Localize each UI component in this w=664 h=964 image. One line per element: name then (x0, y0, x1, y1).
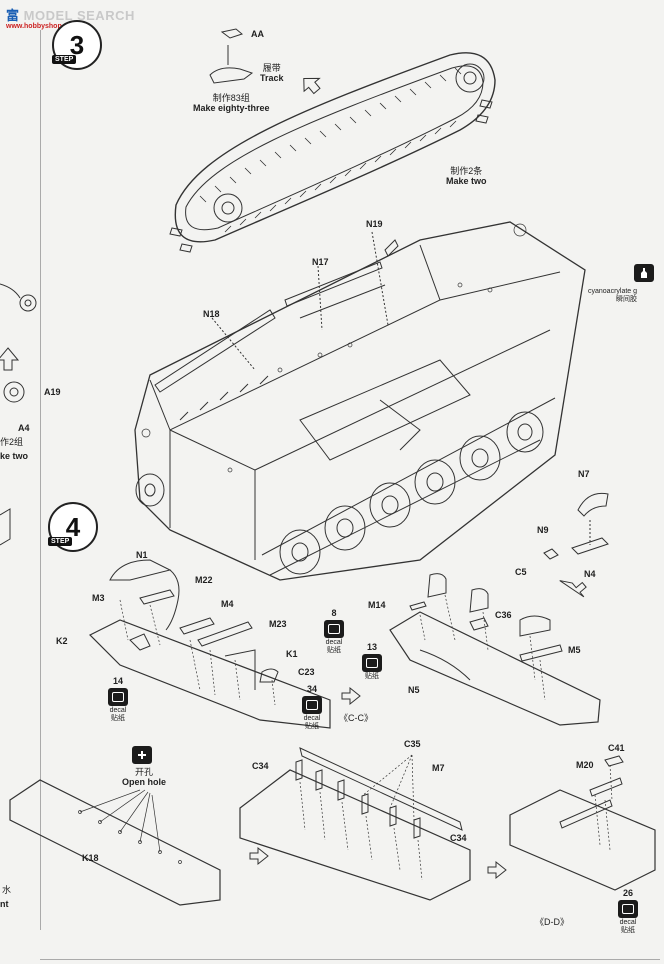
part-label-m20: M20 (576, 760, 594, 770)
part-label-k2: K2 (56, 636, 68, 646)
part-label-aa: AA (251, 29, 264, 39)
make2-cn-fragment: 作2组 (0, 437, 24, 447)
part-label-c41: C41 (608, 743, 625, 753)
decal-icon (618, 899, 638, 918)
watermark-logo: 富 MODEL SEARCH (6, 8, 135, 23)
part-label-n18: N18 (203, 309, 220, 319)
drill-icon (132, 746, 152, 764)
track-label-cn: 履带 (262, 63, 281, 73)
part-label-n4: N4 (584, 569, 596, 579)
part-label-m7: M7 (432, 763, 445, 773)
decal-icon (324, 619, 344, 638)
decal-13: 13 贴纸 (362, 642, 382, 681)
part-label-c34-lower: C34 (450, 833, 467, 843)
glue-note: cyanoacrylate g 瞬间胶 (588, 288, 664, 303)
drill-icon-shape (138, 751, 146, 759)
left-margin-line (40, 30, 41, 930)
decal-14: 14 decal 贴纸 (108, 676, 128, 723)
part-label-m4: M4 (221, 599, 234, 609)
open-hole-note: 开孔 Open hole (122, 767, 167, 788)
glue-bottle-icon-shape (641, 268, 647, 278)
part-label-c34-upper: C34 (252, 761, 269, 771)
make-two-en: Make two (446, 175, 487, 186)
part-label-n17: N17 (312, 257, 329, 267)
bottom-en-fragment: nt (0, 899, 9, 909)
make-83-cn: 制作83组 (212, 93, 250, 103)
part-label-n19: N19 (366, 219, 383, 229)
make-two-cn: 制作2条 (450, 166, 483, 176)
track-label-en: Track (260, 72, 284, 83)
glue-en: cyanoacrylate g (588, 288, 638, 295)
decal-34: 34 decal 贴纸 (302, 684, 322, 731)
make2-en-fragment: ke two (0, 451, 29, 461)
decal-icon (302, 695, 322, 714)
glue-bottle-icon (634, 264, 654, 282)
open-hole-cn: 开孔 (135, 767, 154, 777)
open-hole-en: Open hole (122, 776, 167, 787)
part-label-m14: M14 (368, 600, 386, 610)
part-label-m3: M3 (92, 593, 105, 603)
watermark-url: www.hobbyshop.com.cn (6, 23, 89, 30)
track-label: 履带 Track (260, 63, 284, 84)
make-83-en: Make eighty-three (193, 102, 270, 113)
part-label-m5: M5 (568, 645, 581, 655)
glue-cn: 瞬间胶 (616, 295, 637, 303)
part-label-a4: A4 (18, 423, 30, 433)
make-two-note: 制作2条 Make two (446, 166, 487, 187)
part-label-a19: A19 (44, 387, 61, 397)
part-label-k1: K1 (286, 649, 298, 659)
decal-icon (108, 687, 128, 706)
decal-8: 8 decal 贴纸 (324, 608, 344, 655)
view-label-dd: 《D-D》 (535, 917, 569, 927)
part-label-c23: C23 (298, 667, 315, 677)
part-label-m22: M22 (195, 575, 213, 585)
part-label-n5: N5 (408, 685, 420, 695)
part-label-n9: N9 (537, 525, 549, 535)
part-label-c35: C35 (404, 739, 421, 749)
part-label-k18: K18 (82, 853, 99, 863)
part-label-c5: C5 (515, 567, 527, 577)
step-4-badge: 4 STEP (48, 502, 98, 552)
part-label-c36: C36 (495, 610, 512, 620)
view-label-cc: 《C-C》 (339, 713, 373, 723)
bottom-cn-fragment: 水 (2, 885, 12, 895)
decal-icon (362, 653, 382, 672)
bottom-margin-line (40, 959, 660, 960)
make-83-note: 制作83组 Make eighty-three (193, 93, 270, 114)
part-label-n7: N7 (578, 469, 590, 479)
decal-26: 26 decal 贴纸 (618, 888, 638, 935)
part-label-n1: N1 (136, 550, 148, 560)
step-3-badge: 3 STEP (52, 20, 102, 70)
part-label-m23: M23 (269, 619, 287, 629)
